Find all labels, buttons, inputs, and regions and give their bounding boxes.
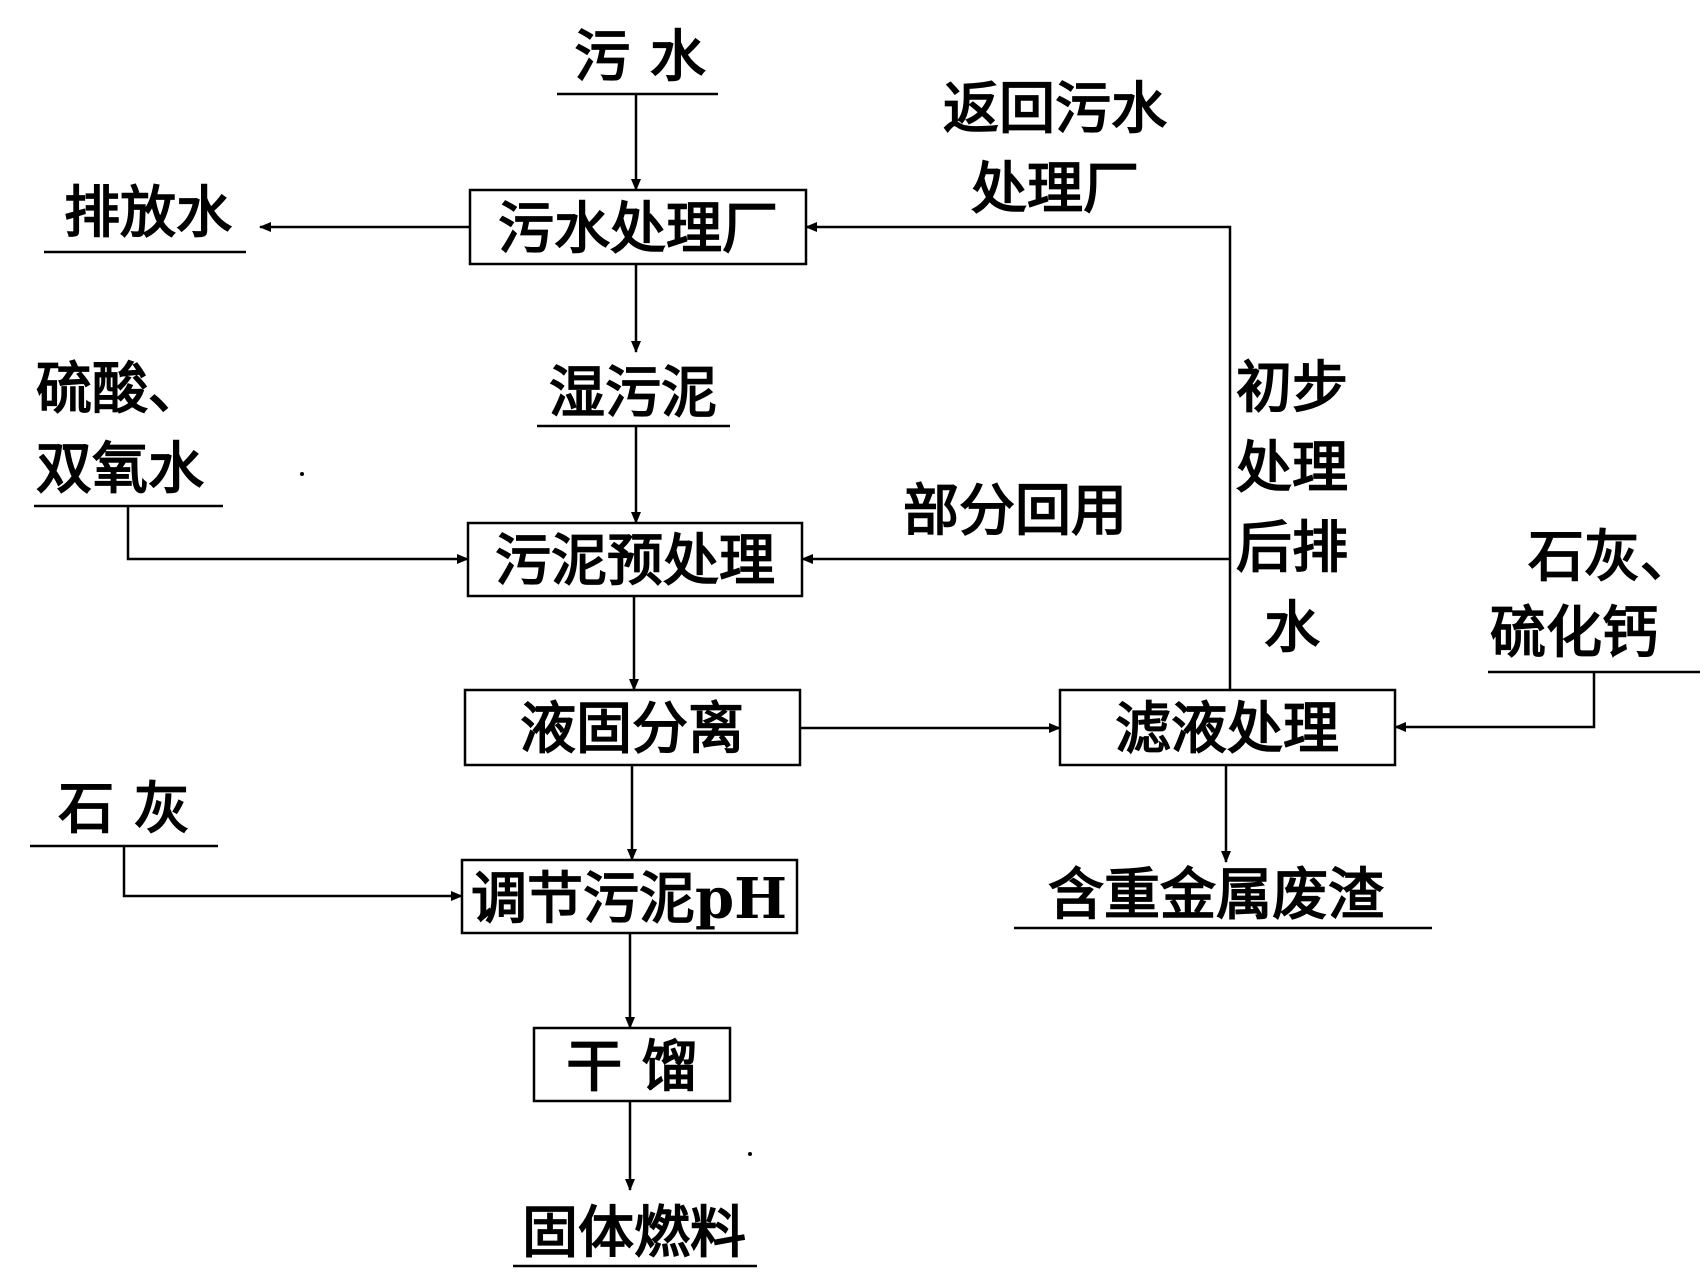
return-to-plant-line1: 返回污水 [943, 76, 1168, 142]
arrow-filtrate-return-to-plant [805, 222, 1232, 690]
output-wet-sludge-label: 湿污泥 [549, 360, 717, 426]
node-dry-distillation-label: 干 馏 [566, 1034, 698, 1100]
node-sewage-plant: 污水处理厂 [468, 188, 808, 266]
arrow-lime-to-adjust-ph [122, 846, 463, 901]
input-acid-peroxide-line2: 双氧水 [36, 436, 205, 502]
preliminary-discharge-line4: 水 [1264, 595, 1321, 661]
node-filtrate-treatment: 滤液处理 [1058, 688, 1397, 767]
output-heavy-metal-residue-label: 含重金属废渣 [1048, 862, 1385, 928]
scan-speck [748, 1152, 752, 1156]
output-wet-sludge: 湿污泥 [537, 360, 730, 428]
input-lime-sulfide-line2: 硫化钙 [1490, 600, 1658, 666]
node-adjust-ph: 调节污泥pH [460, 858, 799, 935]
input-acid-peroxide: 硫酸、 双氧水 [34, 356, 223, 508]
input-acid-peroxide-line1: 硫酸、 [36, 356, 204, 422]
input-lime: 石 灰 [30, 776, 218, 848]
input-sewage-label: 污 水 [574, 24, 706, 90]
output-solid-fuel-label: 固体燃料 [522, 1200, 746, 1266]
node-sewage-plant-label: 污水处理厂 [498, 196, 778, 262]
arrow-acid-peroxide-to-pretreatment [126, 506, 469, 564]
input-lime-label: 石 灰 [58, 776, 190, 842]
preliminary-discharge-line2: 处理 [1236, 435, 1348, 501]
output-discharge-water: 排放水 [44, 180, 246, 254]
node-filtrate-treatment-label: 滤液处理 [1115, 696, 1339, 762]
input-lime-sulfide: 石灰、 硫化钙 [1488, 524, 1700, 674]
node-solid-liquid-separation-label: 液固分离 [520, 696, 744, 762]
node-sludge-pretreatment-label: 污泥预处理 [495, 528, 775, 594]
preliminary-discharge-line3: 后排 [1236, 515, 1348, 581]
scan-speck [300, 472, 304, 476]
node-solid-liquid-separation: 液固分离 [463, 688, 802, 767]
output-solid-fuel: 固体燃料 [513, 1200, 757, 1268]
output-heavy-metal-residue: 含重金属废渣 [1014, 862, 1432, 930]
input-sewage: 污 水 [557, 24, 718, 96]
node-filtrate-treatment-box [1058, 688, 1397, 767]
node-dry-distillation: 干 馏 [532, 1026, 732, 1103]
arrow-lime-sulfide-to-filtrate [1394, 672, 1596, 732]
preliminary-discharge-label: 初步 处理 后排 水 [1236, 355, 1348, 661]
preliminary-discharge-line1: 初步 [1236, 355, 1348, 421]
output-discharge-water-label: 排放水 [64, 180, 233, 246]
node-adjust-ph-label: 调节污泥pH [471, 866, 787, 932]
node-dry-distillation-box [532, 1026, 732, 1103]
return-to-plant-label: 返回污水 处理厂 [943, 76, 1168, 222]
partial-reuse-label: 部分回用 [903, 478, 1127, 544]
node-sludge-pretreatment: 污泥预处理 [466, 521, 804, 598]
return-to-plant-line2: 处理厂 [971, 156, 1139, 222]
input-lime-sulfide-line1: 石灰、 [1528, 524, 1696, 590]
